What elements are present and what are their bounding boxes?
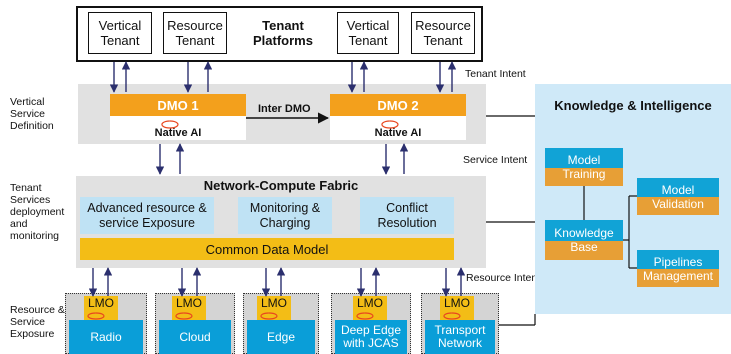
model-training-box: Model Training [545, 148, 623, 186]
dmo2-header: DMO 2 [330, 94, 466, 116]
lmo-label-edge: Edge [247, 320, 315, 354]
service-intent-label: Service Intent [463, 154, 528, 166]
tenant-platforms-title: Tenant Platforms [253, 18, 313, 48]
lmo-tag: LMO [353, 296, 387, 320]
inter-dmo-label: Inter DMO [258, 103, 311, 115]
lmo-label-radio: Radio [69, 320, 143, 354]
tenant-box-vertical-2: Vertical Tenant [337, 12, 399, 54]
dmo1-header: DMO 1 [110, 94, 246, 116]
lmo-tag: LMO [440, 296, 474, 320]
knowledge-title: Knowledge & Intelligence [554, 97, 712, 113]
fabric-monitoring-charging: Monitoring & Charging [238, 197, 332, 234]
native-ai-cycle-icons [161, 120, 399, 129]
model-validation-box: Model Validation [637, 178, 719, 215]
dmo-fabric-arrows [155, 143, 409, 175]
dmo1-native-ai: Native AI [110, 116, 246, 140]
label-tenant-services: Tenant Services deployment and monitorin… [10, 182, 65, 242]
tenant-label: Resource Tenant [415, 18, 471, 48]
label-resource-exposure: Resource & Service Exposure [10, 304, 65, 340]
knowledge-base-box: Knowledge Base [545, 220, 623, 260]
tenant-intent-label: Tenant Intent [465, 68, 526, 80]
tenant-box-vertical-1: Vertical Tenant [88, 12, 152, 54]
fabric-conflict-resolution: Conflict Resolution [360, 197, 454, 234]
resource-intent-label: Resource Intent [466, 272, 541, 284]
lmo-tag: LMO [257, 296, 291, 320]
label-vertical-service-definition: Vertical Service Definition [10, 96, 54, 132]
common-data-model: Common Data Model [80, 238, 454, 260]
lmo-label-cloud: Cloud [159, 320, 231, 354]
fabric-lmo-arrows [88, 267, 466, 297]
lmo-tag: LMO [172, 296, 206, 320]
pipelines-management-box: Pipelines Management [637, 250, 719, 287]
tenant-label: Vertical Tenant [346, 18, 390, 48]
knowledge-links [486, 115, 637, 326]
fabric-title: Network-Compute Fabric [203, 177, 359, 193]
dmo2-native-ai: Native AI [330, 116, 466, 140]
tenant-box-resource-2: Resource Tenant [411, 12, 475, 54]
tenant-box-resource-1: Resource Tenant [163, 12, 227, 54]
tenant-dmo-arrows [109, 61, 457, 93]
tenant-label: Vertical Tenant [98, 18, 142, 48]
lmo-tag: LMO [84, 296, 118, 320]
tenant-label: Resource Tenant [167, 18, 223, 48]
lmo-label-transport: Transport Network [425, 320, 495, 354]
lmo-cycle-icons [87, 312, 461, 320]
lmo-label-deep-edge: Deep Edge with JCAS [335, 320, 407, 354]
fabric-advanced-exposure: Advanced resource & service Exposure [80, 197, 214, 234]
